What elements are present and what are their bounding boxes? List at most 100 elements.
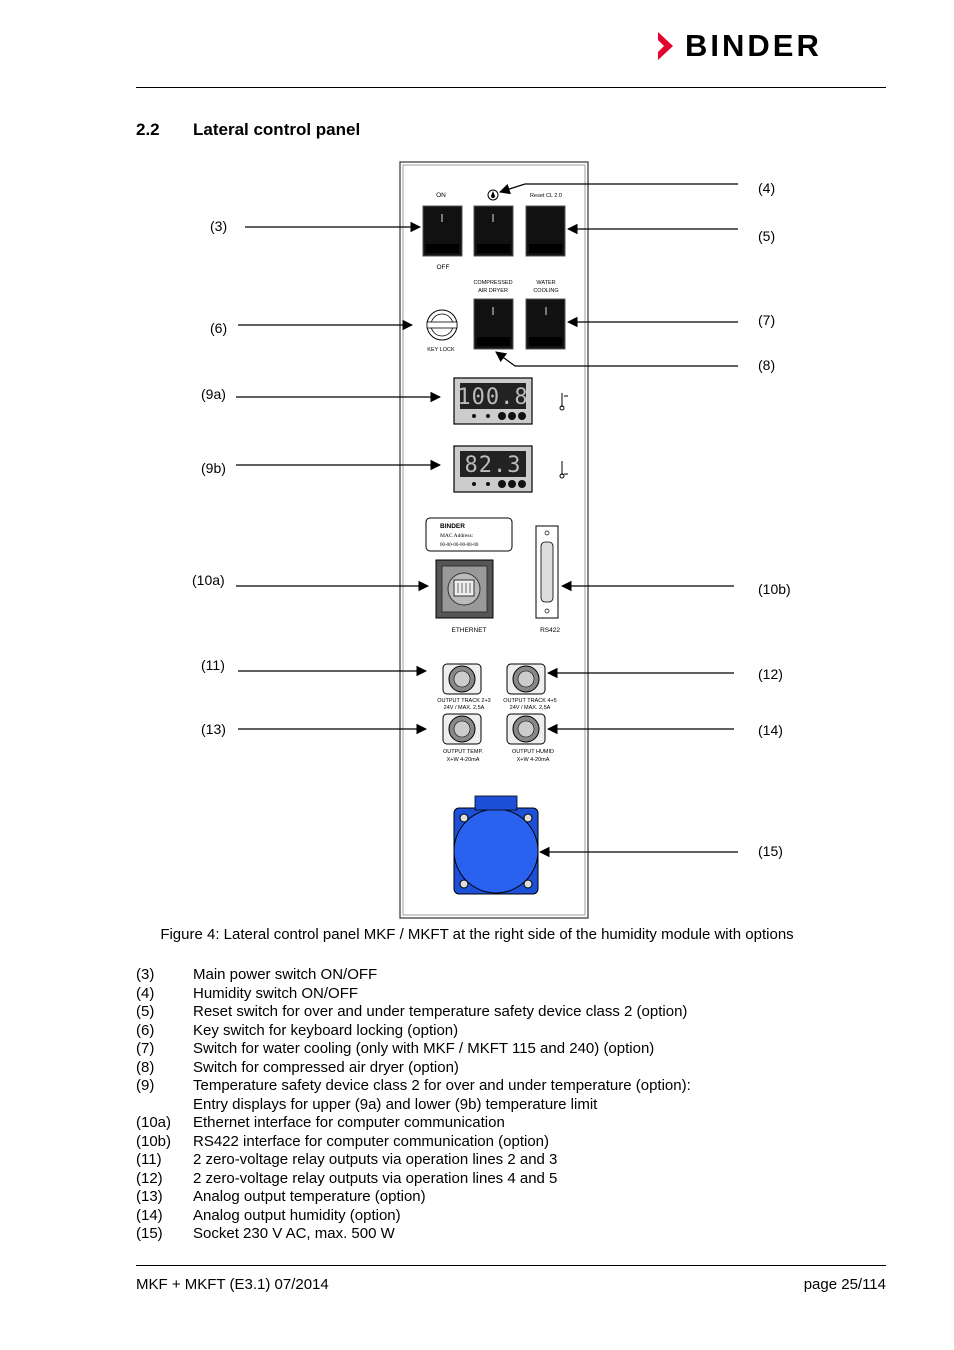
footer-document-id: MKF + MKFT (E3.1) 07/2014 [136,1276,329,1293]
callout-9a: (9a) [201,386,226,402]
max-a-label: 24V / MAX. 2,5A [444,705,485,711]
legend-key: (3) [136,966,155,983]
cooling-label: COOLING [533,288,558,294]
reset-label: Reset CL 2.0 [530,193,562,199]
legend-item: (14) Analog output humidity (option) [136,1207,691,1226]
callout-6: (6) [210,320,228,336]
power-socket-graphic [453,795,539,895]
legend-item: (15) Socket 230 V AC, max. 500 W [136,1225,691,1244]
legend-text: Switch for water cooling (only with MKF … [193,1040,655,1057]
control-panel-figure: ON OFF Reset CL 2.0 COMPRESSED AIR DRYER… [170,160,810,922]
legend-key: (10a) [136,1114,172,1131]
figure-caption: Figure 4: Lateral control panel MKF / MK… [160,926,794,943]
connector-12-graphic [506,663,546,695]
binder-logo-mark [658,32,673,60]
binder-logo: BINDER [655,28,887,64]
rs422-port-graphic [535,525,559,619]
mac-label: MAC Address: [440,533,474,539]
range-a-label: X+W 4-20mA [447,757,480,763]
legend-key: (13) [136,1188,163,1205]
legend-item: (4) Humidity switch ON/OFF [136,985,691,1004]
footer-rule [136,1265,886,1266]
track45-label: OUTPUT TRACK 4+5 [503,698,556,704]
legend-item: (7) Switch for water cooling (only with M… [136,1040,691,1059]
legend-text: Main power switch ON/OFF [193,966,378,983]
legend-key: (5) [136,1003,155,1020]
legend-item: Entry displays for upper (9a) and lower … [136,1096,691,1115]
callout-9b: (9b) [201,460,226,476]
legend-text: Socket 230 V AC, max. 500 W [193,1225,395,1242]
mac-address-sticker: BINDER MAC Address: 00-00-00-00-00-00 [425,517,513,552]
thermometer-down-icon [559,461,568,479]
panel-drawing: ON OFF Reset CL 2.0 COMPRESSED AIR DRYER… [236,161,738,919]
footer-page-number: page 25/114 [803,1276,886,1293]
callout-13: (13) [201,721,226,737]
legend-text: Ethernet interface for computer communic… [193,1114,505,1131]
legend-text: 2 zero-voltage relay outputs via operati… [193,1169,558,1187]
legend-text: RS422 interface for computer communicati… [193,1132,550,1150]
callout-4: (4) [758,180,776,196]
compressed-label: COMPRESSED [473,280,512,286]
legend-key: (6) [136,1021,155,1039]
legend-item: (10a) Ethernet interface for computer com… [136,1114,691,1133]
legend-text: Reset switch for over and under temperat… [193,1003,688,1020]
lower-limit-display-graphic: 82.3 [453,445,533,493]
legend-text: Temperature safety device class 2 for ov… [193,1077,691,1094]
header-rule [136,87,886,88]
lower-display-value: 82.3 [465,453,522,478]
legend-item: (10b) RS422 interface for computer commun… [136,1133,691,1152]
connector-14-graphic [506,713,546,745]
legend-key: (14) [136,1206,163,1224]
key-lock-icon [426,309,458,341]
max-b-label: 24V / MAX. 2,5A [510,705,551,711]
legend-key: (7) [136,1040,155,1057]
legend-text: Entry displays for upper (9a) and lower … [193,1095,598,1113]
callout-10a: (10a) [192,572,225,588]
temp-output-label: OUTPUT TEMP. [443,749,484,755]
legend-item: (3) Main power switch ON/OFF [136,966,691,985]
upper-limit-display-graphic: 100.8 [453,377,533,425]
key-lock-label: KEY LOCK [427,347,455,353]
section-heading: 2.2 Lateral control panel [136,120,360,140]
callout-5: (5) [758,228,776,244]
legend-key [136,1096,193,1115]
callout-8: (8) [758,357,776,373]
range-b-label: X+W 4-20mA [517,757,550,763]
legend-item: (11)2 zero-voltage relay outputs via ope… [136,1151,691,1170]
ethernet-port-graphic [435,559,494,619]
legend-text: Key switch for keyboard locking (option) [193,1021,459,1039]
legend-list: (3) Main power switch ON/OFF (4) Humidity … [136,966,691,1244]
callout-14: (14) [758,722,783,738]
legend-key: (15) [136,1225,163,1242]
callout-10b: (10b) [758,581,791,597]
legend-key: (4) [136,984,155,1002]
legend-key: (9) [136,1077,155,1094]
legend-text: 2 zero-voltage relay outputs via operati… [193,1151,558,1168]
legend-text: Humidity switch ON/OFF [193,984,359,1002]
water-label: WATER [536,280,555,286]
humidity-symbol-icon [487,189,499,201]
legend-text: Analog output humidity (option) [193,1206,401,1224]
water-cooling-switch-graphic [525,298,566,350]
section-title: Lateral control panel [193,120,361,139]
reset-switch-graphic [525,205,566,257]
legend-item: (6) Key switch for keyboard locking (opti… [136,1022,691,1041]
legend-key: (10b) [136,1132,172,1150]
legend-item: (8)Switch for compressed air dryer (opti… [136,1059,691,1078]
main-power-switch-graphic [422,205,463,257]
callout-3: (3) [210,218,228,234]
air-dryer-label: AIR DRYER [478,288,508,294]
callout-arrows [236,183,738,858]
callout-11: (11) [201,657,225,673]
on-label: ON [436,192,446,199]
humidity-switch-graphic [473,205,514,257]
legend-key: (8) [136,1058,155,1076]
off-label: OFF [437,264,450,271]
section-number: 2.2 [136,120,160,139]
compressed-air-switch-graphic [473,298,514,350]
callout-7: (7) [758,312,776,328]
legend-text: Analog output temperature (option) [193,1188,426,1205]
rs422-label: RS422 [540,627,560,634]
legend-item: (5) Reset switch for over and under tempe… [136,1003,691,1022]
upper-display-value: 100.8 [457,385,528,410]
